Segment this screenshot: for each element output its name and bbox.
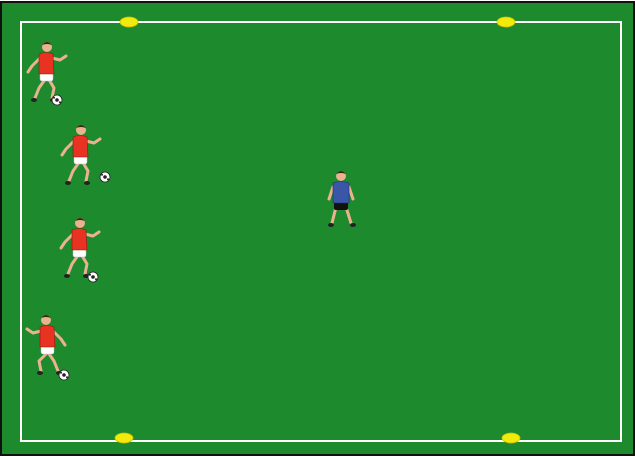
cone-bottom-right-icon <box>502 433 520 443</box>
cone-top-right-icon <box>497 17 515 27</box>
cone-top-left-icon <box>120 17 138 27</box>
attacker-4-ball-icon <box>59 370 69 380</box>
attacker-1-ball-icon <box>52 95 62 105</box>
cone-bottom-left-icon <box>115 433 133 443</box>
attacker-2-ball-icon <box>100 172 110 182</box>
attacker-3-ball-icon <box>88 272 98 282</box>
